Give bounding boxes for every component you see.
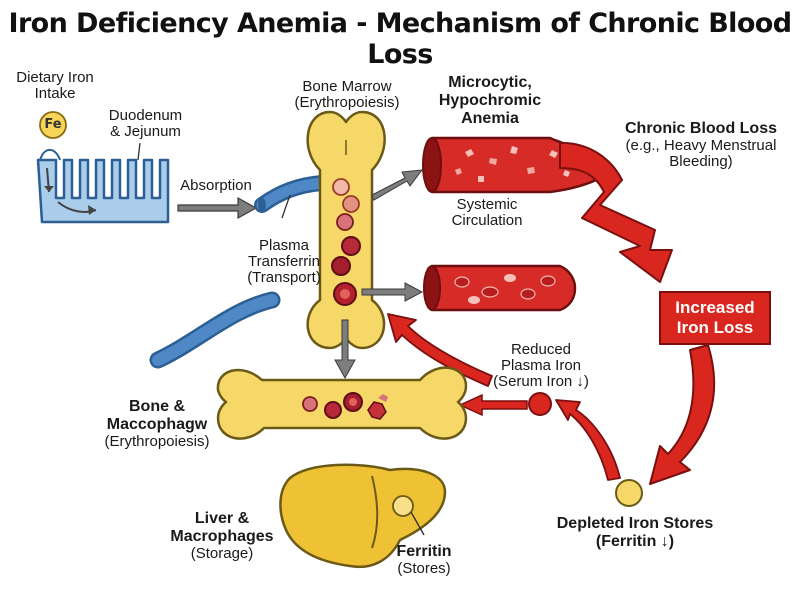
- arrow-to-bone: [458, 393, 528, 417]
- label-plasma-transferrin: Plasma Transferrin (Transport): [247, 237, 321, 286]
- label-bone-marrow: Bone Marrow (Erythropoiesis): [294, 78, 400, 111]
- bone-horizontal: [216, 366, 468, 440]
- label-dietary-iron: Dietary Iron Intake: [16, 69, 94, 102]
- intestine-villi: [36, 148, 170, 224]
- label-reduced-plasma-iron: Reduced Plasma Iron (Serum Iron ↓): [493, 341, 589, 390]
- absorption-arrow: [177, 196, 258, 220]
- label-increased-iron-loss: Increased Iron Loss: [675, 298, 755, 337]
- marrow-output-arrows: [334, 169, 424, 380]
- bone-marrow-vertical: [306, 110, 386, 350]
- blood-loss-arrow: [559, 141, 673, 283]
- blue-vessel-lower: [149, 291, 281, 369]
- vessel-lower: [423, 264, 577, 312]
- label-ferritin: Ferritin (Stores): [396, 543, 452, 577]
- depleted-stores-circle: [615, 479, 643, 507]
- fe-circle: [39, 111, 67, 139]
- label-fe: Fe: [44, 117, 62, 132]
- liver: [279, 463, 447, 569]
- arrow-to-reduced-plasma: [555, 399, 621, 481]
- label-depleted-iron-stores: Depleted Iron Stores (Ferritin ↓): [556, 515, 714, 550]
- arrow-to-depleted-stores: [649, 344, 716, 485]
- label-bone-macrophage: Bone & Maccophagw (Erythropoiesis): [104, 398, 210, 450]
- increased-iron-loss-box: [659, 291, 771, 345]
- label-anemia: Microcytic, Hypochromic Anemia: [438, 74, 542, 127]
- label-systemic-circulation: Systemic Circulation: [451, 196, 523, 229]
- vessel-upper: [422, 136, 602, 194]
- transferrin-vessel-upper: [254, 175, 330, 219]
- reduced-plasma-iron-circle: [528, 392, 552, 416]
- diagram-title: Iron Deficiency Anemia - Mechanism of Ch…: [8, 8, 793, 70]
- label-chronic-blood-loss: Chronic Blood Loss (e.g., Heavy Menstrua…: [625, 120, 777, 170]
- label-duodenum: Duodenum & Jejunum: [108, 107, 183, 140]
- label-absorption: Absorption: [180, 177, 252, 194]
- label-liver: Liver & Macrophages (Storage): [170, 510, 274, 562]
